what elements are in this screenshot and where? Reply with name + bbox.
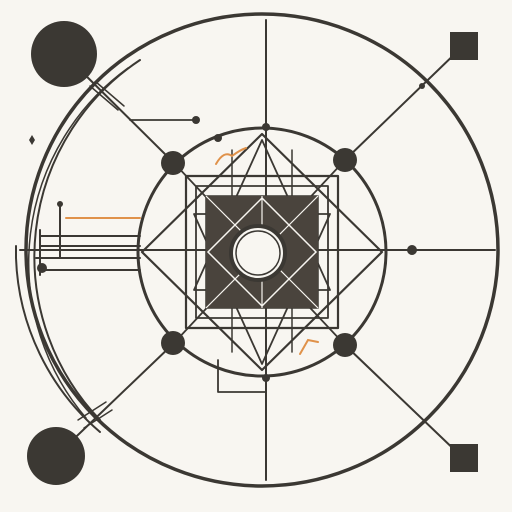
diagonal-top-right [344,45,464,161]
inner-ring [136,126,388,378]
pointer-hatch-4 [83,409,113,429]
core-circle [229,224,287,282]
pointer-hatch-1 [89,85,119,111]
node-dot-top [262,123,270,131]
square-frame-outer [184,174,340,330]
outer-ring-echo-arc-2 [28,67,129,419]
node-dot-top-left [161,151,185,175]
disc-bottom-left [27,427,85,485]
diamond [140,132,384,372]
square-bottom-right [450,444,478,472]
node-dot-left-tick [57,201,63,207]
sparkle-mark [29,135,35,145]
bottom-bracket [217,359,267,393]
accent-strokes [65,147,319,355]
pointer-hatch-2 [95,81,125,107]
outer-ring-echo-arc [33,59,141,421]
node-dot-bottom [262,374,270,382]
diagonal-bottom-right [344,344,464,459]
pointer-hatch-3 [77,401,107,421]
accent-check-bottom [299,338,319,355]
node-dot-top-arc [214,134,222,142]
square-top-right [450,32,478,60]
node-dot-bottom-left [161,331,185,355]
node-dot-pointer [192,116,200,124]
outer-ring-echo-arc-3 [15,245,101,433]
node-dot-bottom-right [333,333,357,357]
accent-squiggle-top [215,147,247,165]
disc-top-left [31,21,97,87]
ring-nodes [37,83,425,382]
node-dot-left [37,263,47,273]
node-dot-diagonal [419,83,425,89]
core-circle-inner [235,230,281,276]
node-dot-right [407,245,417,255]
node-dot-top-right [333,148,357,172]
square-frame-inner [195,185,329,319]
